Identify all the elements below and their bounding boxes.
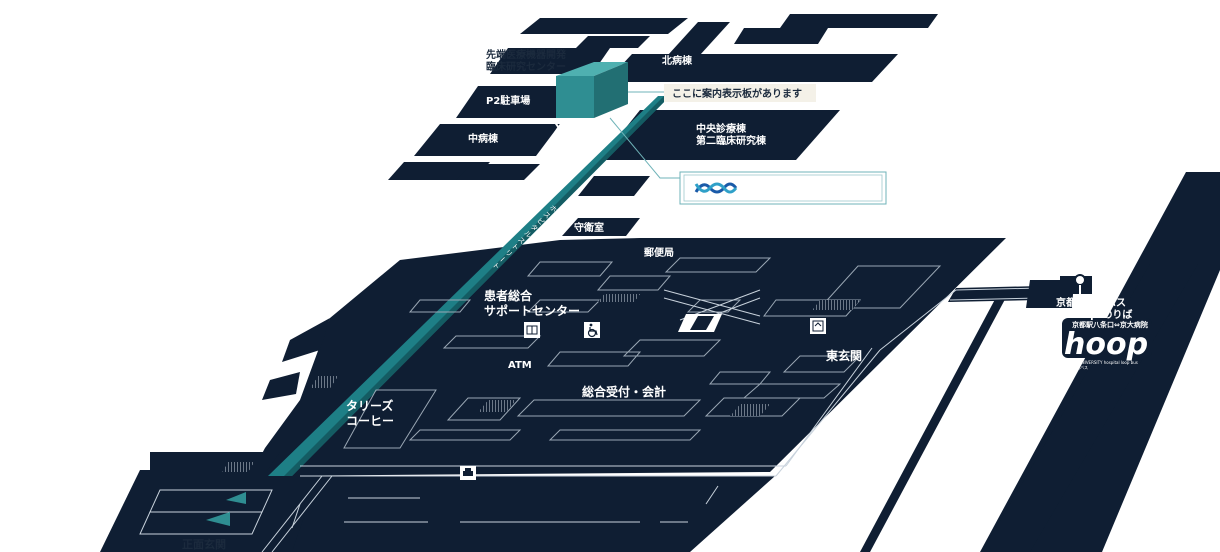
- railings: [261, 289, 957, 552]
- street-char-2: 大: [982, 410, 995, 426]
- room-outlines: [343, 257, 942, 449]
- street-char-1: 東: [1000, 388, 1013, 404]
- sign-location-callout: ここに案内表示板があります: [664, 84, 816, 102]
- label-central-ward: 中病棟: [468, 132, 499, 145]
- label-p2-parking: P2駐車場: [486, 94, 530, 107]
- hoop-logo: hoop 京都駅八条口⇔京大病院 KYOTO UNIVERSITY hospit…: [1062, 318, 1152, 370]
- street-char-4: 通: [944, 454, 957, 470]
- bus-stop-pin-icon: [1074, 274, 1086, 296]
- label-research-center-2: 臨床研究センター: [486, 60, 566, 73]
- wavy-logo-icon: [694, 182, 738, 194]
- label-general-reception: 総合受付・会計: [582, 384, 666, 399]
- label-research-center-1: 先端医療機器開発: [486, 48, 567, 61]
- label-central-clinic-1: 中央診療棟: [696, 122, 747, 135]
- taxi-icon: [460, 466, 476, 480]
- hoop-banner: 京都駅八条口⇔京大病院: [1072, 320, 1148, 329]
- elevator-icon: [810, 318, 826, 334]
- main-floor: [150, 238, 1006, 478]
- hatched-areas: [222, 294, 860, 472]
- street-side: [860, 290, 1010, 552]
- label-north-ward: 北病棟: [662, 54, 693, 67]
- bridge-walkway: [948, 276, 1092, 308]
- xray-reception-room: [556, 62, 628, 118]
- hoop-logo-text: hoop: [1064, 327, 1148, 362]
- parking-lines: [291, 485, 719, 529]
- label-east-entrance: 東玄関: [826, 348, 862, 363]
- label-bus-stop-1: 京都駅直通バス: [1056, 296, 1126, 309]
- label-bus-stop-2: "hoop"のりば: [1064, 308, 1132, 321]
- callout-text: ここに案内表示板があります: [672, 87, 802, 100]
- street-char-3: 路: [962, 432, 976, 448]
- label-tullys-2: コーヒー: [346, 414, 394, 428]
- label-higashioji-street: 東 大 路 通: [944, 388, 1013, 470]
- hoop-sub-1: KYOTO UNIVERSITY hospital loop bus: [1064, 360, 1138, 365]
- label-tullys-1: タリーズ: [346, 398, 393, 413]
- label-post-office: 郵便局: [644, 246, 674, 259]
- sign-board: [679, 171, 887, 205]
- label-atm: ATM: [508, 360, 532, 371]
- callout-line: [609, 117, 682, 179]
- wheelchair-icon: [584, 322, 600, 338]
- label-patient-support-2: サポートセンター: [484, 303, 580, 318]
- label-guard-room: 守衛室: [574, 221, 604, 234]
- label-main-entrance: 正面玄関: [182, 537, 226, 551]
- label-central-clinic-2: 第二臨床研究棟: [696, 134, 767, 147]
- label-xray-reception: X線受付: [554, 120, 599, 135]
- label-patient-support-1: 患者総合: [484, 288, 533, 303]
- hoop-sub-2: 病院直通バス: [1064, 364, 1088, 370]
- north-building-blocks: [388, 14, 938, 236]
- restroom-icon: [524, 322, 540, 338]
- main-entrance-building: [139, 489, 273, 535]
- escalator: [663, 289, 761, 332]
